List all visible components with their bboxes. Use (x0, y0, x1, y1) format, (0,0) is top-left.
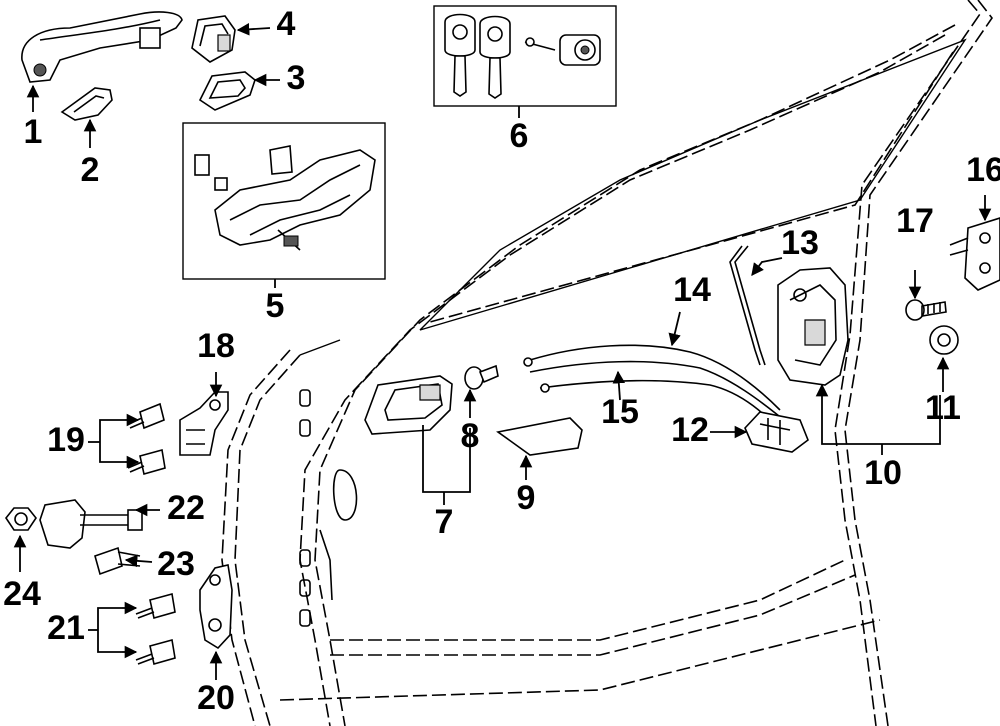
part-lock-bracket (744, 411, 809, 453)
callout-8: 8 (461, 417, 480, 455)
callout-labels: 1 2 3 4 5 6 7 8 9 10 11 12 13 14 15 16 1… (3, 5, 1000, 717)
part-washer (929, 325, 959, 355)
part-keys (444, 13, 511, 99)
part-inside-handle (364, 375, 453, 435)
callout-22: 22 (167, 489, 205, 527)
callout-7: 7 (435, 503, 454, 541)
callout-23: 23 (157, 545, 195, 583)
part-lower-hinge (199, 564, 233, 650)
callout-18: 18 (197, 327, 235, 365)
part-door-check (39, 499, 143, 549)
callout-20: 20 (197, 679, 235, 717)
callout-16: 16 (966, 151, 1000, 189)
callout-13: 13 (781, 224, 819, 262)
part-hinge-bolts-lower (135, 592, 176, 666)
callout-1: 1 (24, 113, 43, 151)
part-upper-hinge (179, 391, 229, 456)
callout-5: 5 (266, 287, 285, 325)
part-hinge-bolts-upper (127, 402, 166, 476)
callout-2: 2 (81, 151, 100, 189)
part-striker (949, 217, 1000, 291)
part-handle-pad (60, 87, 113, 121)
callout-17: 17 (896, 202, 934, 240)
part-striker-screw (905, 299, 947, 321)
callout-4: 4 (277, 5, 296, 43)
callout-12: 12 (671, 411, 709, 449)
callout-10: 10 (864, 454, 902, 492)
callout-3: 3 (287, 59, 306, 97)
part-handle-gasket-rear (198, 71, 256, 111)
part-check-bolt (94, 546, 141, 576)
door-outline (221, 0, 993, 726)
part-handle-frame (194, 145, 376, 251)
box-handle-frame (182, 122, 386, 280)
part-check-nut (5, 507, 37, 531)
callout-11: 11 (925, 389, 961, 427)
callout-14: 14 (673, 271, 711, 309)
part-lock-rod (729, 245, 766, 366)
box-key-set (433, 5, 617, 107)
leader-lines (13, 23, 992, 680)
part-lock-cylinder (524, 34, 601, 66)
part-handle-bezel (496, 417, 583, 456)
callout-21: 21 (47, 609, 85, 647)
callout-15: 15 (601, 393, 639, 431)
part-handle-cap (191, 15, 236, 63)
callout-24: 24 (3, 575, 41, 613)
callout-19: 19 (47, 421, 85, 459)
part-door-lock (777, 267, 849, 386)
callout-9: 9 (517, 479, 536, 517)
part-outside-handle (21, 11, 183, 83)
callout-6: 6 (510, 117, 529, 155)
part-inside-handle-cap (464, 364, 499, 390)
